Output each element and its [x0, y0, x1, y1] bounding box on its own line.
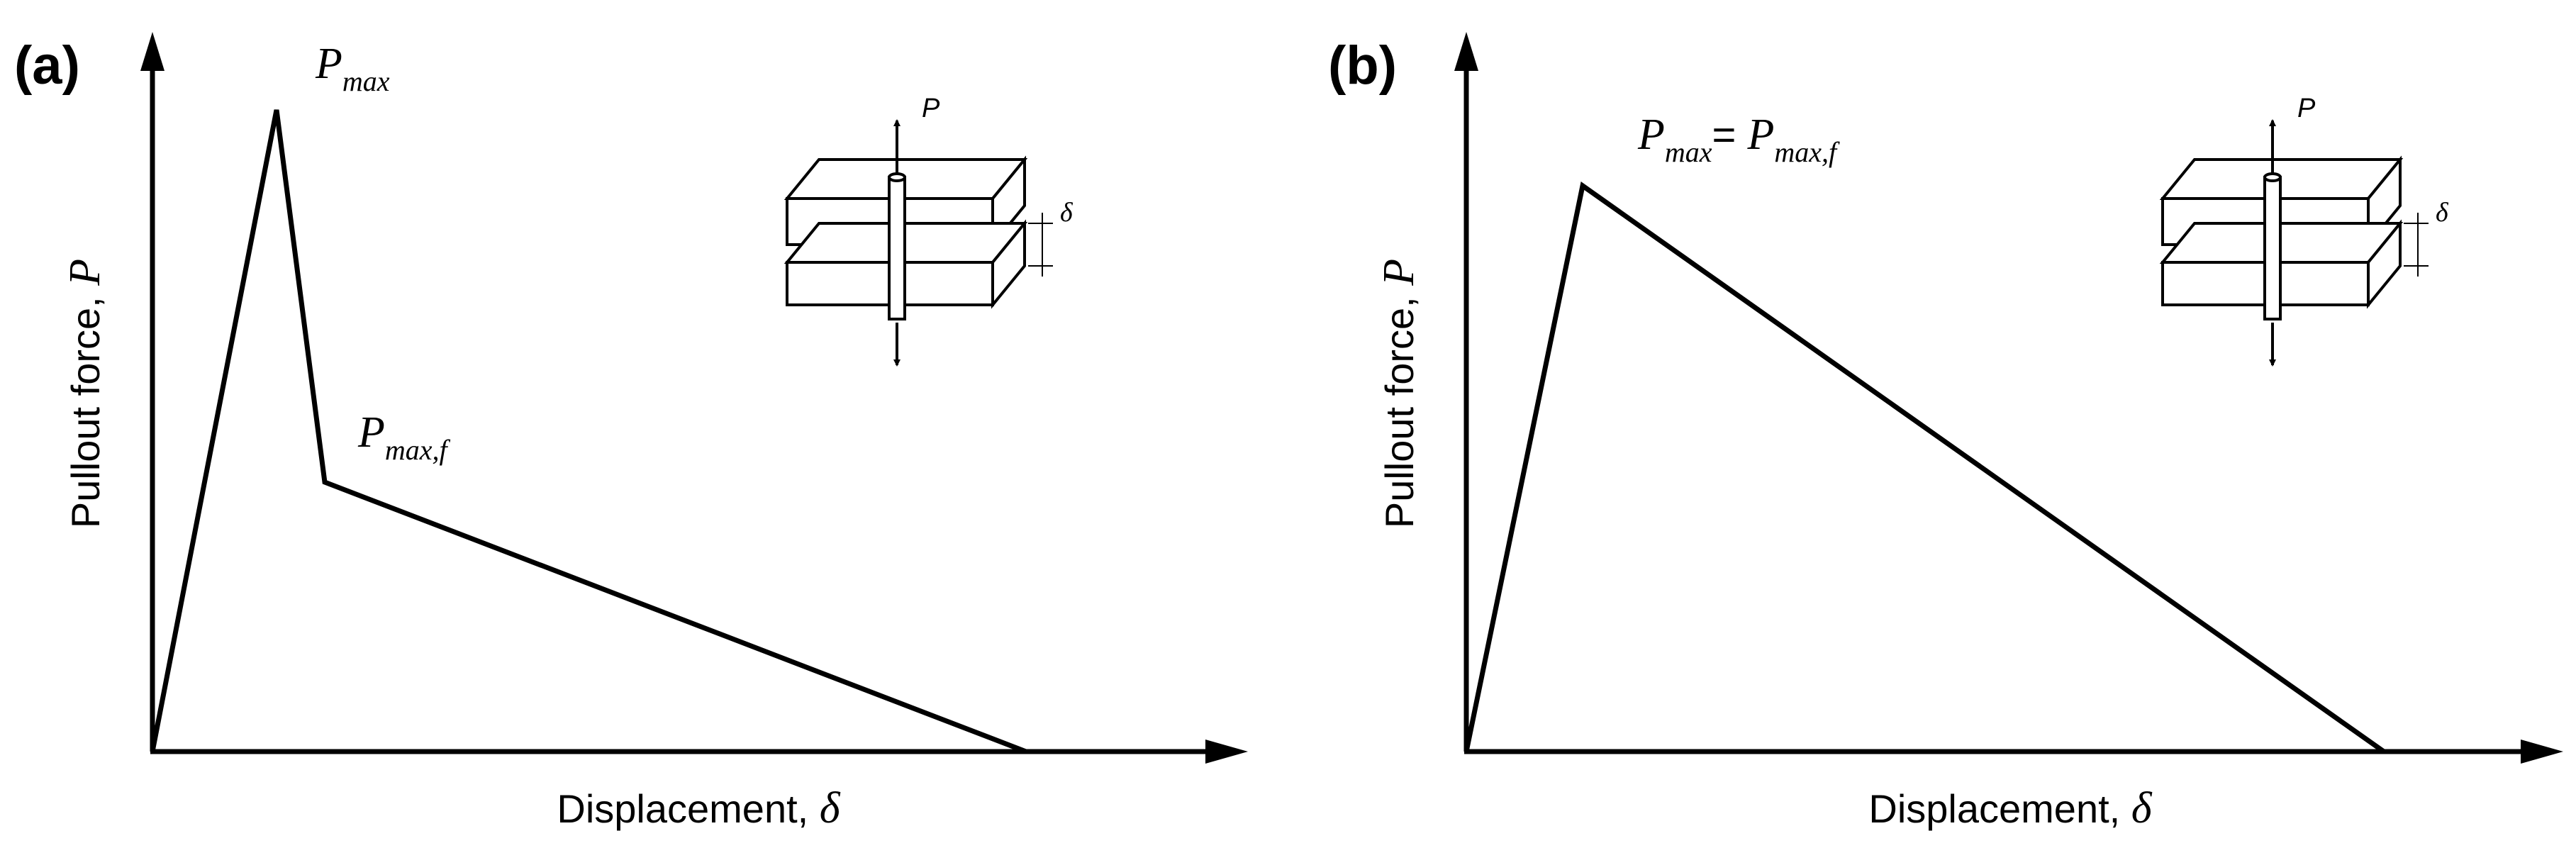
- panel-a-axes: [140, 32, 1248, 764]
- panel-b-y-axis-title: Pullout force, P: [1375, 259, 1423, 528]
- panel-b-y-arrowhead: [1454, 32, 1478, 71]
- panel-a: (a) Pullout force, P Displacement, δ Pma…: [14, 32, 1248, 832]
- panel-a-label: (a): [14, 35, 80, 96]
- panel-a-specimen-inset: [784, 119, 1053, 367]
- panel-a-load-curve: [150, 109, 1027, 754]
- panel-b-inset-force-label: P: [2297, 94, 2316, 123]
- panel-a-inset-displacement-label: δ: [1060, 198, 1074, 228]
- panel-b-axes: [1454, 32, 2563, 764]
- panel-b-peak-label: Pmax= Pmax,f: [1637, 111, 1840, 168]
- panel-b-inset-displacement-label: δ: [2436, 198, 2449, 228]
- panel-b-specimen-inset: [2159, 119, 2429, 367]
- panel-a-y-arrowhead: [140, 32, 165, 71]
- panel-a-y-axis-title: Pullout force, P: [61, 259, 109, 528]
- panel-a-inset-force-label: P: [922, 94, 940, 123]
- panel-b-x-arrowhead: [2521, 740, 2563, 764]
- panel-a-x-arrowhead: [1205, 740, 1248, 764]
- panel-a-x-axis-title: Displacement, δ: [557, 784, 840, 832]
- panel-a-frictional-label: Pmax,f: [357, 408, 451, 466]
- panel-a-peak-label: Pmax: [315, 40, 390, 97]
- panel-b-x-axis-title: Displacement, δ: [1868, 784, 2152, 832]
- panel-b: (b) Pullout force, P Displacement, δ Pma…: [1328, 32, 2563, 832]
- panel-b-label: (b): [1328, 35, 1397, 96]
- panel-b-load-curve: [1463, 182, 2386, 754]
